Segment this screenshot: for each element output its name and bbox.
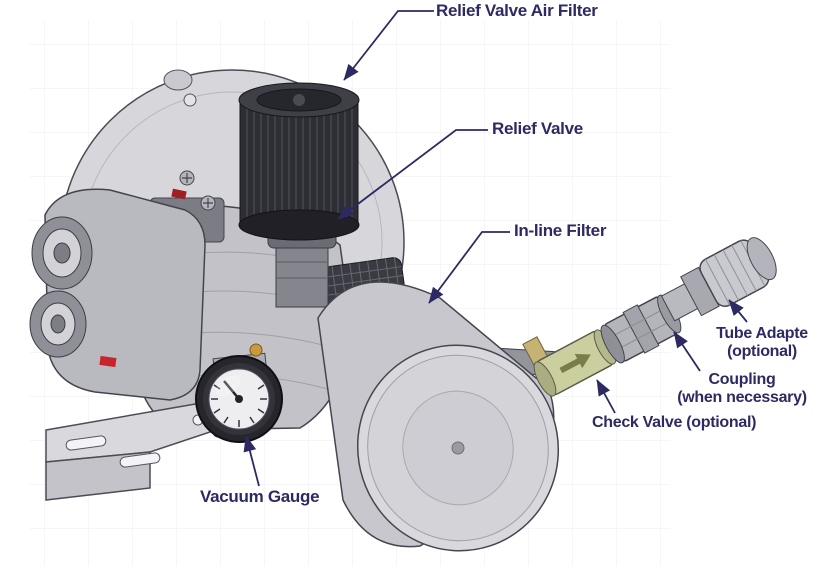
label-inline-filter: In-line Filter xyxy=(514,221,607,240)
brass-port xyxy=(249,343,263,357)
label-relief-valve-air-filter: Relief Valve Air Filter xyxy=(436,1,598,20)
callout-arrow-vacuum-gauge xyxy=(243,435,260,487)
red-accent-side xyxy=(99,355,117,368)
label-coupling-line1: Coupling xyxy=(708,371,776,388)
label-check-valve: Check Valve (optional) xyxy=(592,414,757,431)
label-tube-adapter-line1: Tube Adapte xyxy=(716,325,808,342)
manifold-ports xyxy=(29,188,206,401)
check-valve-part xyxy=(533,329,617,397)
callout-arrow-check-valve xyxy=(596,379,616,414)
label-coupling: Coupling (when necessary) xyxy=(664,371,820,407)
callout-arrow-inline-filter xyxy=(428,231,510,304)
callout-arrow-relief-valve xyxy=(337,129,488,220)
label-coupling-line2: (when necessary) xyxy=(677,389,807,406)
callout-arrow-relief-valve-air-filter xyxy=(343,10,434,81)
callout-arrow-coupling xyxy=(673,331,701,372)
label-vacuum-gauge: Vacuum Gauge xyxy=(200,487,320,506)
label-tube-adapter: Tube Adapte (optional) xyxy=(706,325,818,361)
coupling-part xyxy=(600,294,682,364)
inline-filter-part xyxy=(317,281,560,552)
tube-adapter-part xyxy=(660,237,777,322)
flow-direction-arrow-icon xyxy=(559,354,591,374)
relief-valve-air-filter-part xyxy=(238,82,360,241)
label-tube-adapter-line2: (optional) xyxy=(727,343,797,360)
red-accent-top xyxy=(171,188,187,200)
callout-arrow-tube-adapter xyxy=(728,299,748,323)
vacuum-gauge-part xyxy=(195,343,283,443)
label-relief-valve: Relief Valve xyxy=(492,119,583,138)
